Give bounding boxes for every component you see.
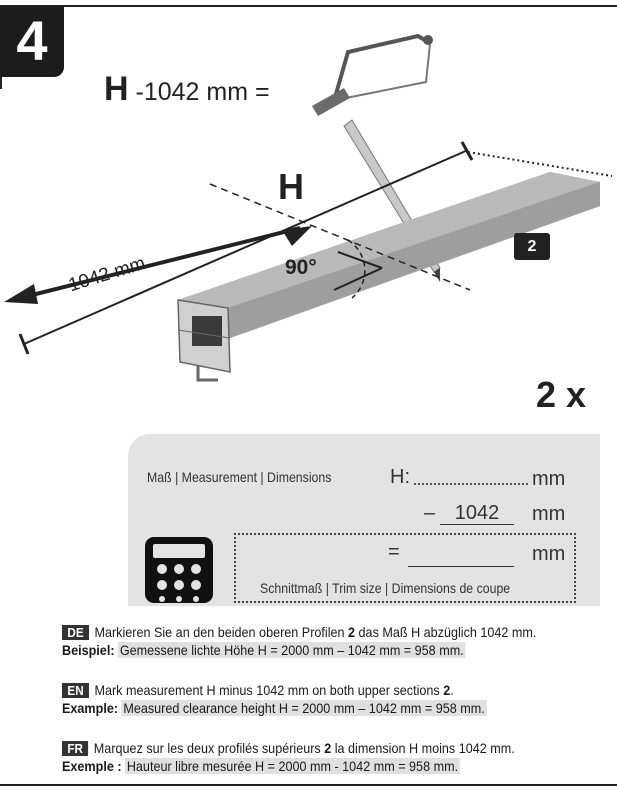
example-de: Beispiel: Gemessene lichte Höhe H = 2000… xyxy=(62,642,466,658)
equals-sign: = xyxy=(388,541,400,563)
lang-badge-de: DE xyxy=(62,625,90,640)
instruction-fr: FR Marquez sur les deux profilés supérieu… xyxy=(62,740,515,756)
instruction-en-part: 2 xyxy=(443,682,451,698)
hacksaw-icon xyxy=(312,33,433,116)
instruction-en: EN Mark measurement H minus 1042 mm on bo… xyxy=(62,682,454,698)
instruction-fr-part: 2 xyxy=(324,740,332,756)
result-unit: mm xyxy=(532,543,566,565)
subtract-value: 1042 xyxy=(440,502,514,525)
height-label: H xyxy=(278,166,304,207)
example-fr-text: Hauteur libre mesurée H = 2000 mm - 1042… xyxy=(125,758,460,774)
instruction-de-text-a: Markieren Sie an den beiden oberen Profi… xyxy=(94,624,349,640)
example-fr: Exemple : Hauteur libre mesurée H = 2000… xyxy=(62,758,460,774)
top-rule xyxy=(0,5,617,7)
instruction-de-part: 2 xyxy=(348,624,356,640)
measurement-label: Maß | Measurement | Dimensions xyxy=(147,469,332,485)
aluminium-profile xyxy=(177,172,600,382)
formula-expression: -1042 mm = xyxy=(135,78,270,106)
example-fr-label: Exemple : xyxy=(62,758,122,774)
instruction-en-text-b: . xyxy=(450,682,454,698)
instruction-de: DE Markieren Sie an den beiden oberen Pro… xyxy=(62,624,536,640)
angle-label: 90° xyxy=(285,256,317,279)
part-number-badge: 2 xyxy=(514,233,550,260)
trim-size-label: Schnittmaß | Trim size | Dimensions de c… xyxy=(260,580,511,596)
example-de-label: Beispiel: xyxy=(62,642,115,658)
instruction-en-text-a: Mark measurement H minus 1042 mm on both… xyxy=(94,682,444,698)
measurement-unit: mm xyxy=(532,468,566,490)
measurement-blank xyxy=(414,483,528,485)
result-box xyxy=(234,533,576,603)
example-en-label: Example: xyxy=(62,700,119,716)
instruction-fr-text-b: la dimension H moins 1042 mm. xyxy=(331,740,515,756)
bottom-rule xyxy=(0,784,617,786)
minus-sign: – xyxy=(424,502,436,524)
calculator-icon xyxy=(145,537,213,603)
lang-badge-fr: FR xyxy=(62,741,89,756)
quantity-label: 2 x xyxy=(536,374,587,415)
step-number-badge: 4 xyxy=(0,5,64,77)
result-blank xyxy=(408,566,514,567)
instruction-de-text-b: das Maß H abzüglich 1042 mm. xyxy=(355,624,537,640)
example-en: Example: Measured clearance height H = 2… xyxy=(62,700,487,716)
cut-formula: H -1042 mm = xyxy=(104,70,270,109)
profile-illustration xyxy=(4,33,613,382)
subtract-unit: mm xyxy=(532,503,566,525)
lang-badge-en: EN xyxy=(62,683,90,698)
dimension-arrow xyxy=(4,141,474,355)
formula-variable: H xyxy=(104,70,129,108)
mark-lines xyxy=(209,151,613,299)
instruction-fr-text-a: Marquez sur les deux profilés supérieurs xyxy=(93,740,325,756)
measurement-variable: H: xyxy=(390,466,410,488)
example-de-text: Gemessene lichte Höhe H = 2000 mm – 1042… xyxy=(118,642,466,658)
example-en-text: Measured clearance height H = 2000 mm – … xyxy=(121,700,487,716)
